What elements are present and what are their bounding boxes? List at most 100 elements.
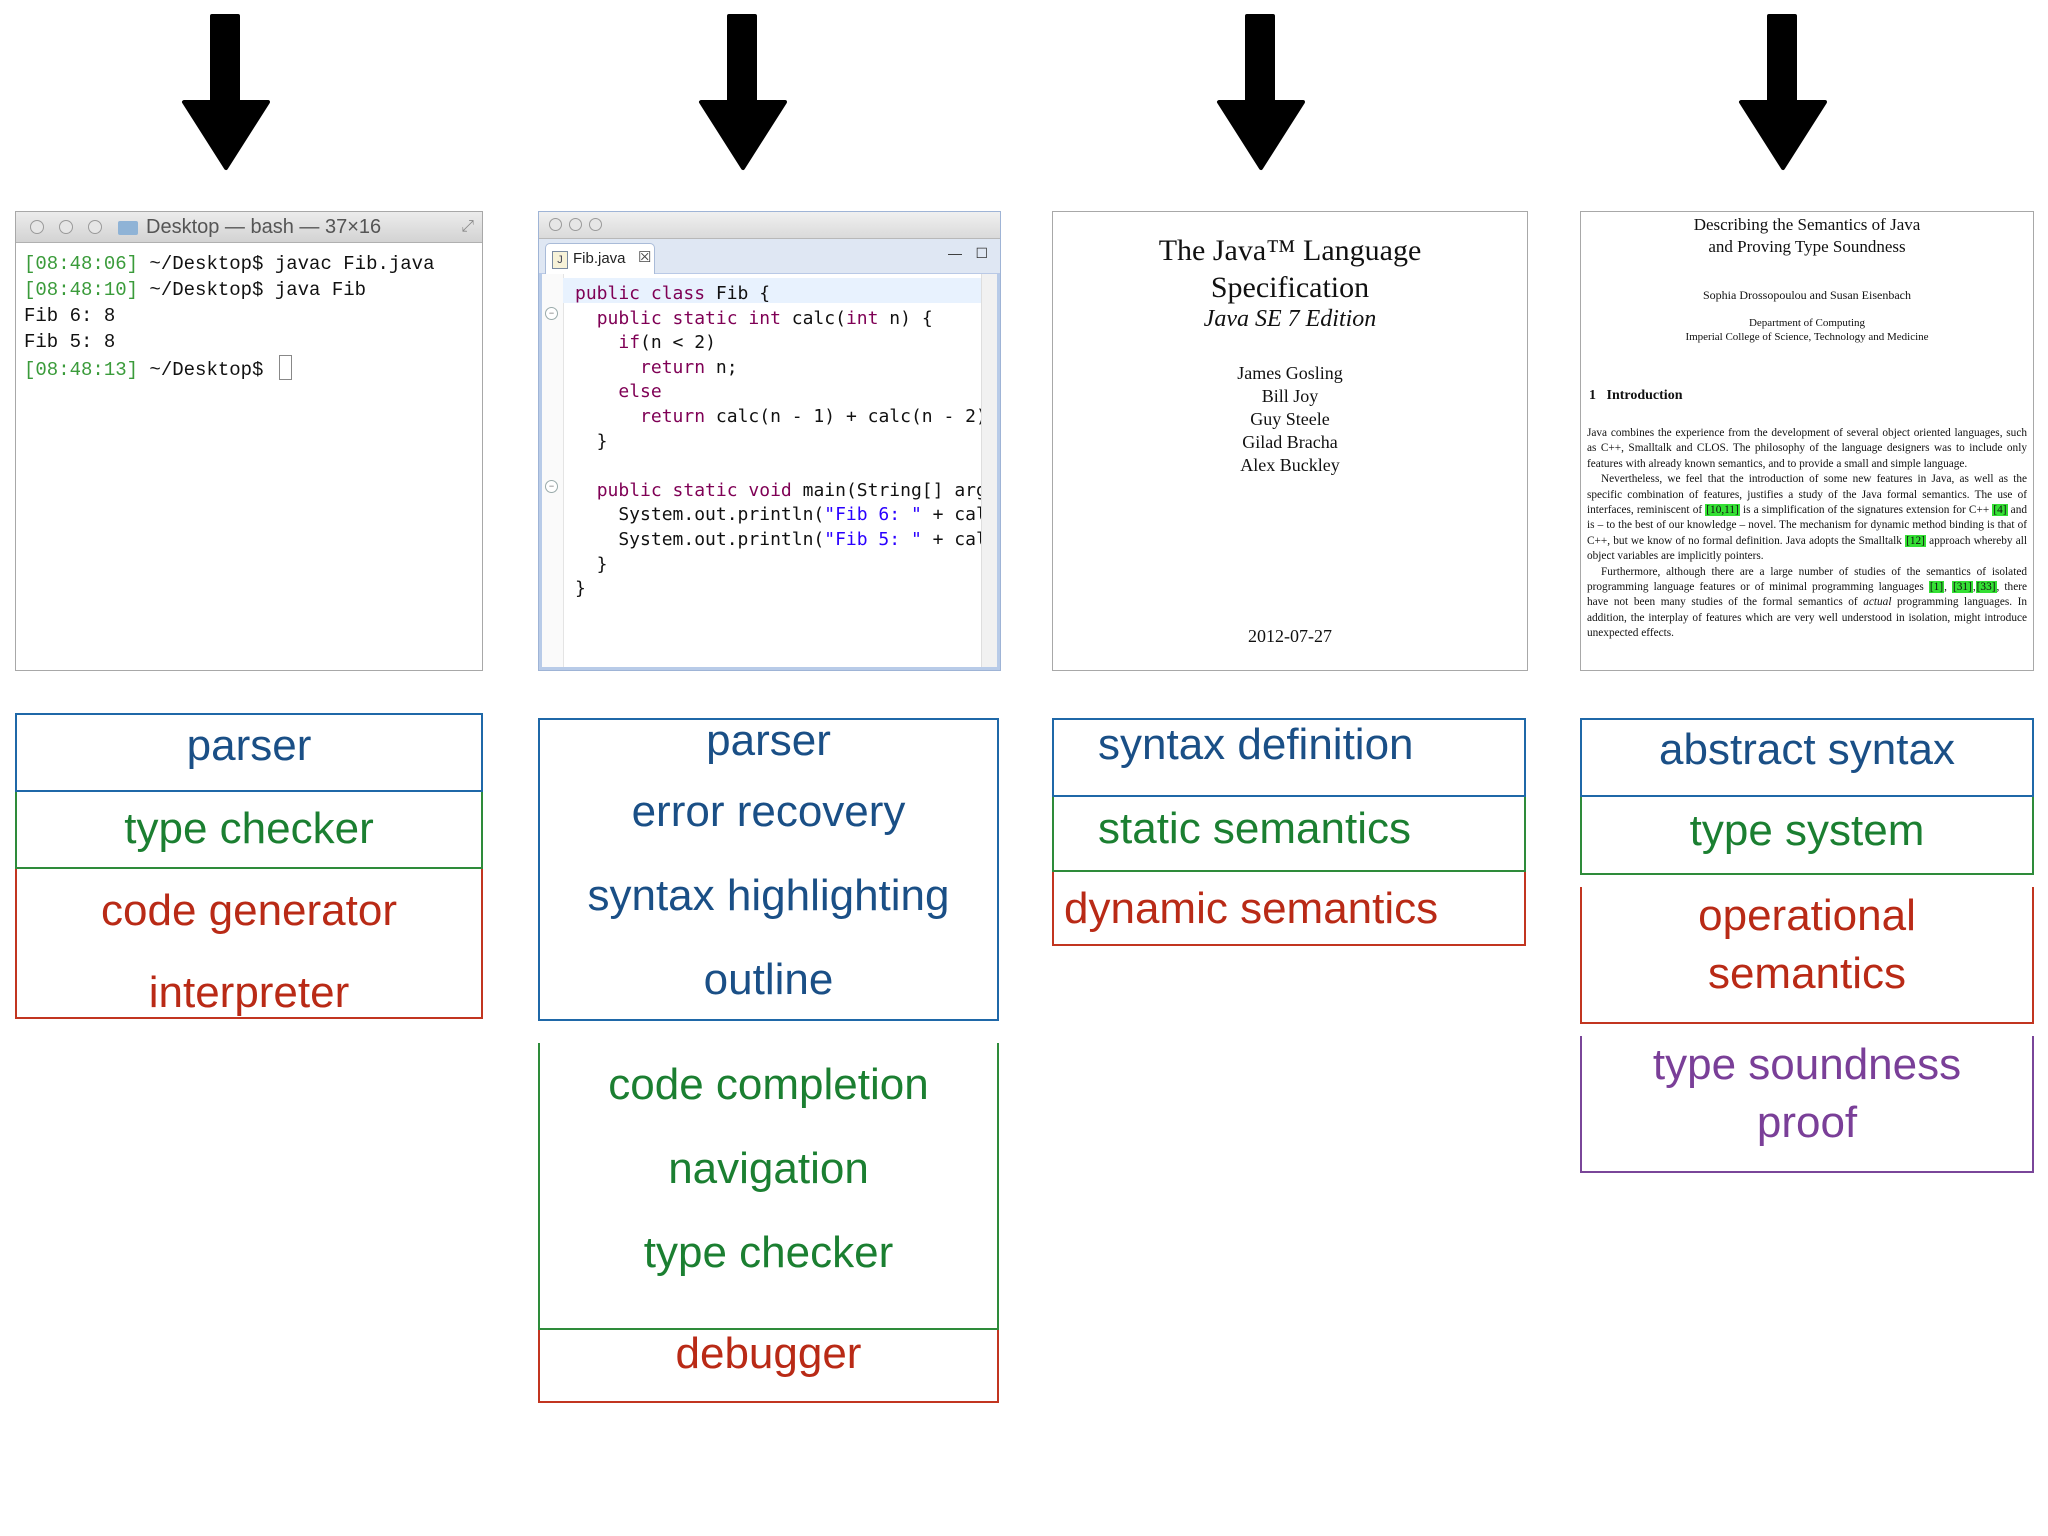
down-arrow-icon xyxy=(1739,14,1827,170)
semantic-services-box: code completion navigation type checker xyxy=(538,1043,999,1330)
label: outline xyxy=(703,955,834,1004)
label: code completion xyxy=(608,1060,929,1109)
label: static semantics xyxy=(1098,804,1411,853)
terminal-cursor xyxy=(278,355,292,380)
java-file-icon: J xyxy=(552,251,568,269)
maximize-view-icon[interactable]: ☐ xyxy=(975,245,988,261)
paragraph: Java combines the experience from the de… xyxy=(1587,427,2027,470)
editor-tabbar: J Fib.java ☒ — ☐ xyxy=(539,239,1000,275)
code-line: System.out.println("Fib 5: " + calc xyxy=(575,528,998,550)
terminal-titlebar: Desktop — bash — 37×16 ⤢ xyxy=(16,212,482,243)
down-arrow-icon xyxy=(1217,14,1305,170)
code-line: else xyxy=(618,381,662,403)
label: parser xyxy=(706,716,831,765)
author: Bill Joy xyxy=(1261,386,1319,406)
citation-link[interactable]: [4] xyxy=(1992,504,2008,517)
label: dynamic semantics xyxy=(1064,884,1439,933)
ide-components: parser error recovery syntax highlightin… xyxy=(538,716,999,1403)
paper-affiliation: Department of Computing Imperial College… xyxy=(1685,317,1929,343)
tab-label: Fib.java xyxy=(573,250,626,267)
paper-body-text: Java combines the experience from the de… xyxy=(1587,426,2027,642)
tab-fib-java[interactable]: J Fib.java ☒ xyxy=(545,243,655,274)
code-line: return calc(n - 1) + calc(n - 2); xyxy=(640,405,998,427)
close-window-icon[interactable] xyxy=(549,218,562,231)
code-line: public static void main(String[] args xyxy=(596,479,998,501)
terminal-line: [08:48:13] ~/Desktop$ xyxy=(24,355,474,381)
editor-titlebar xyxy=(539,212,1000,239)
code-line: return n; xyxy=(640,356,738,378)
terminal-line: [08:48:06] ~/Desktop$ javac Fib.java xyxy=(24,253,435,275)
terminal-line: [08:48:10] ~/Desktop$ java Fib xyxy=(24,279,367,301)
label: navigation xyxy=(668,1144,869,1193)
spec-components: syntax definition static semantics dynam… xyxy=(1052,718,1526,946)
vertical-scrollbar[interactable] xyxy=(981,274,1000,670)
citation-link[interactable]: [1] xyxy=(1928,581,1945,594)
citation-link[interactable]: [10,11] xyxy=(1705,504,1740,517)
label: proof xyxy=(1756,1098,1858,1147)
label: syntax definition xyxy=(1098,720,1414,769)
author: Alex Buckley xyxy=(1240,455,1340,475)
back-end-box: code generator interpreter xyxy=(15,869,483,1019)
citation-link[interactable]: [31] xyxy=(1952,581,1973,594)
code-line: System.out.println("Fib 6: " + calc xyxy=(575,504,998,526)
label: type system xyxy=(1689,806,1925,855)
code-line: } xyxy=(575,578,586,600)
author: Gilad Bracha xyxy=(1242,432,1338,452)
editor-window: J Fib.java ☒ — ☐ − − public class Fib { … xyxy=(538,211,1001,671)
operational-semantics-box: operational semantics xyxy=(1580,887,2034,1024)
dynamic-semantics-box: dynamic semantics xyxy=(1052,872,1526,946)
label: syntax highlighting xyxy=(587,871,950,920)
code-line xyxy=(575,454,998,479)
abstract-syntax-box: abstract syntax xyxy=(1580,718,2034,797)
static-semantics-box: static semantics xyxy=(1052,797,1526,872)
type-checker-box: type checker xyxy=(15,792,483,869)
citation-link[interactable]: [12] xyxy=(1905,534,1926,547)
code-line: public class Fib { xyxy=(575,283,771,304)
fullscreen-icon[interactable]: ⤢ xyxy=(461,218,474,235)
label: interpreter xyxy=(148,968,350,1017)
spec-edition: Java SE 7 Edition xyxy=(1203,306,1377,332)
syntax-definition-box: syntax definition xyxy=(1052,718,1526,797)
paper-authors: Sophia Drossopoulou and Susan Eisenbach xyxy=(1703,288,1911,302)
folder-icon xyxy=(118,221,138,235)
label: type soundness xyxy=(1652,1040,1962,1089)
code-line: } xyxy=(575,553,608,575)
code-editor[interactable]: − − public class Fib { public static int… xyxy=(539,274,1000,670)
author: James Gosling xyxy=(1237,363,1343,383)
label: type checker xyxy=(124,804,374,853)
minimize-view-icon[interactable]: — xyxy=(948,245,962,261)
zoom-window-icon[interactable] xyxy=(88,220,102,234)
label: type checker xyxy=(643,1228,894,1277)
type-soundness-proof-box: type soundness proof xyxy=(1580,1036,2034,1173)
minimize-window-icon[interactable] xyxy=(59,220,73,234)
spec-authors: James Gosling Bill Joy Guy Steele Gilad … xyxy=(1053,362,1527,477)
terminal-line: Fib 5: 8 xyxy=(24,331,116,353)
label: parser xyxy=(186,721,312,770)
editor-gutter xyxy=(539,274,564,670)
code-line: public static int calc(int n) { xyxy=(596,307,933,329)
zoom-window-icon[interactable] xyxy=(589,218,602,231)
minimize-window-icon[interactable] xyxy=(569,218,582,231)
label: operational xyxy=(1698,891,1916,940)
paragraph: Furthermore, although there are a large … xyxy=(1587,565,2027,640)
author: Guy Steele xyxy=(1250,409,1330,429)
down-arrow-icon xyxy=(182,14,270,170)
close-tab-icon[interactable]: ☒ xyxy=(638,249,652,266)
source-code[interactable]: public class Fib { public static int cal… xyxy=(575,282,998,602)
code-line: if(n < 2) xyxy=(618,332,716,354)
fold-toggle-icon[interactable]: − xyxy=(545,307,558,320)
label: debugger xyxy=(675,1329,862,1378)
terminal-title: Desktop — bash — 37×16 xyxy=(146,216,382,238)
type-system-box: type system xyxy=(1580,797,2034,875)
paper-components: abstract syntax type system operational … xyxy=(1580,718,2034,1173)
citation-link[interactable]: [33] xyxy=(1975,581,1997,594)
close-window-icon[interactable] xyxy=(30,220,44,234)
spec-cover-page: The Java™ Language Specification Java SE… xyxy=(1052,211,1528,671)
compiler-components: parser type checker code generator inter… xyxy=(15,713,483,1019)
terminal-window: Desktop — bash — 37×16 ⤢ [08:48:06] ~/De… xyxy=(15,211,483,671)
label: semantics xyxy=(1707,949,1907,998)
fold-toggle-icon[interactable]: − xyxy=(545,480,558,493)
terminal-output[interactable]: [08:48:06] ~/Desktop$ javac Fib.java [08… xyxy=(16,243,482,389)
current-line-highlight xyxy=(563,278,982,303)
section-heading: 1 Introduction xyxy=(1589,388,1683,403)
